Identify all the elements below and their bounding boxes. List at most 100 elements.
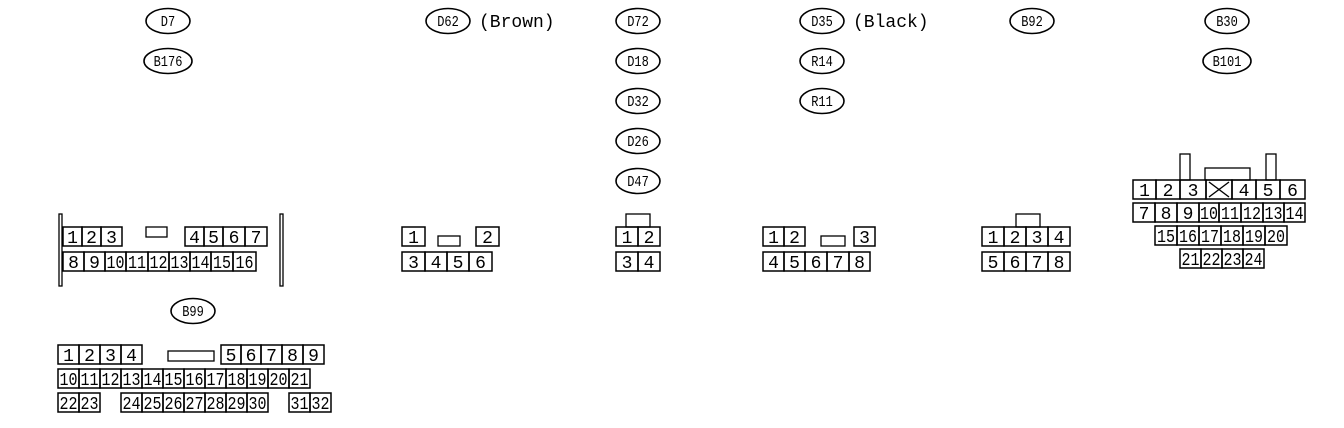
label-oval [1204, 7, 1250, 35]
pin-number: 15 [1157, 228, 1175, 248]
pin-number: 10 [60, 371, 78, 391]
pin-number: 8 [1161, 205, 1172, 225]
pin-cell: 13 [1262, 202, 1285, 225]
pin-cell: 7 [826, 251, 850, 274]
pin-number: 1 [408, 229, 419, 249]
connector-label-d32: D32 [615, 87, 661, 115]
pin-cell: 15 [1154, 225, 1178, 248]
pin-cell: 1 [1132, 179, 1157, 202]
pin-number: 22 [1203, 251, 1221, 271]
connector-label-d26: D26 [615, 127, 661, 155]
connector-label-r11: R11 [799, 87, 845, 115]
pin-cell-border [244, 226, 268, 247]
pin-cell-border [783, 226, 806, 247]
pin-number: 7 [1139, 205, 1150, 225]
pin-cell: 1 [401, 226, 426, 249]
connector-label-r14: R14 [799, 47, 845, 75]
right-guide [1265, 153, 1277, 181]
pin-number: 6 [475, 254, 486, 274]
pin-number: 13 [171, 254, 189, 274]
connector-label-b101: B101 [1202, 47, 1252, 75]
pin-number: 4 [1054, 229, 1065, 249]
pin-number: 1 [1139, 182, 1150, 202]
pin-number: 4 [768, 254, 779, 274]
pin-number: 23 [81, 395, 99, 415]
pin-number: 3 [106, 229, 117, 249]
pin-cell: 31 [288, 392, 311, 415]
connector-id: B101 [1213, 54, 1242, 71]
pin-cell: 6 [1003, 251, 1027, 274]
pin-cell: 24 [1242, 248, 1265, 271]
pin-number: 2 [1163, 182, 1174, 202]
pin-cell: 8 [281, 344, 304, 367]
connector-id: B176 [154, 54, 183, 71]
pin-cell: 7 [244, 226, 268, 249]
pin-cell-border [302, 344, 325, 365]
pin-cell: 16 [183, 368, 206, 391]
pin-cell: 9 [1176, 202, 1200, 225]
pin-number: 3 [1032, 229, 1043, 249]
pin-cell-border [232, 251, 257, 272]
pin-cell: 25 [141, 392, 164, 415]
pin-number: 4 [644, 254, 655, 274]
connector-label-d72: D72 [615, 7, 661, 35]
pin-number: 5 [988, 254, 999, 274]
pin-cell: 11 [125, 251, 149, 274]
connector-label-b92: B92 [1009, 7, 1055, 35]
pin-cell: 3 [853, 226, 876, 249]
pin-cell: 12 [99, 368, 122, 391]
pin-number: 18 [228, 371, 246, 391]
pin-number: 24 [1245, 251, 1263, 271]
pin-number: 18 [1223, 228, 1241, 248]
pin-number: 14 [192, 254, 210, 274]
pin-cell: 8 [62, 251, 85, 274]
key-tab [820, 235, 846, 247]
pin-cell: 27 [183, 392, 206, 415]
pin-number: 13 [1265, 205, 1283, 225]
pin-number: 5 [1263, 182, 1274, 202]
pin-number: 1 [988, 229, 999, 249]
pin-cell-border [309, 392, 332, 413]
pin-number: 2 [86, 229, 97, 249]
pin-cell: 8 [848, 251, 871, 274]
pin-cell-border [246, 392, 269, 413]
pin-cell: 4 [1231, 179, 1257, 202]
pin-number: 5 [789, 254, 800, 274]
connector-label-d47: D47 [615, 167, 661, 195]
pin-cell: 23 [78, 392, 101, 415]
pin-number: 4 [189, 229, 200, 249]
key-tab [437, 235, 461, 247]
key-tab [145, 226, 168, 238]
pin-cell: 6 [804, 251, 828, 274]
pin-cell-border [401, 226, 426, 247]
pin-number: 6 [1010, 254, 1021, 274]
pin-cell: 13 [120, 368, 143, 391]
pin-number: 2 [789, 229, 800, 249]
pin-cell: 1 [57, 344, 80, 367]
pin-cell-border [1283, 202, 1306, 223]
pin-number: 3 [622, 254, 633, 274]
pin-cell: 22 [1200, 248, 1223, 271]
pin-number: 10 [1200, 205, 1218, 225]
pin-cell-border [1264, 225, 1288, 246]
connector-id: D62 [437, 14, 459, 31]
pin-cell: 21 [288, 368, 311, 391]
pin-number: 17 [207, 371, 225, 391]
pin-number: 12 [1243, 205, 1261, 225]
pin-cell-border [1279, 179, 1306, 200]
pin-number: 7 [266, 347, 277, 367]
pin-number: 1 [63, 347, 74, 367]
pin-cell-border [637, 251, 661, 272]
pin-cell: 5 [783, 251, 806, 274]
pin-cell: 4 [120, 344, 143, 367]
label-oval [170, 297, 216, 325]
connector-label-d62: D62(Brown) [425, 7, 555, 35]
pin-cell: 30 [246, 392, 269, 415]
pin-number: 2 [644, 229, 655, 249]
pin-cell: 9 [83, 251, 106, 274]
pin-number: 12 [102, 371, 120, 391]
pin-number: 29 [228, 395, 246, 415]
connector-id: B99 [182, 304, 204, 321]
pin-cell: 1 [981, 226, 1005, 249]
